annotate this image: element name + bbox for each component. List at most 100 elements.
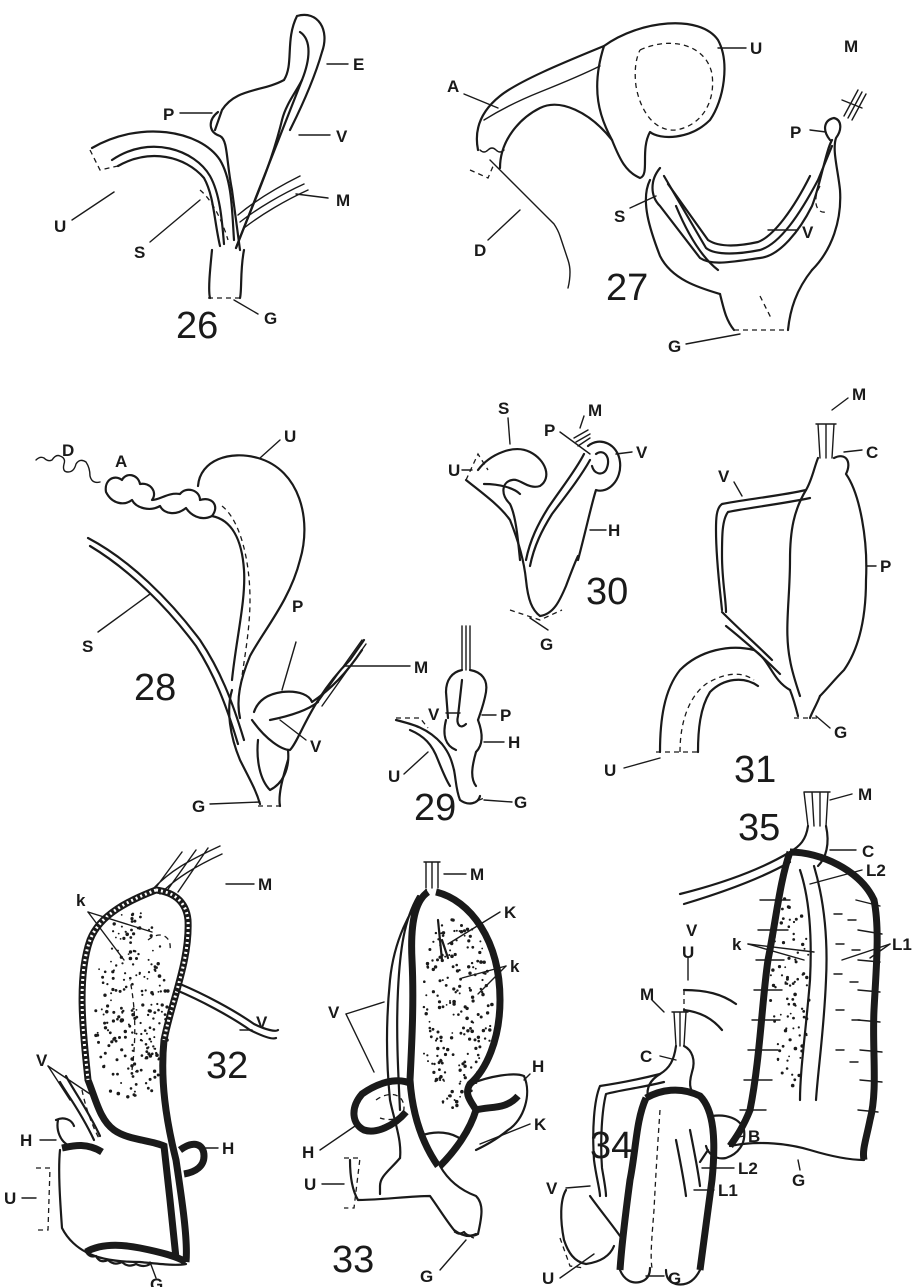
papilla-dot (112, 1019, 115, 1022)
papilla-dot (438, 1068, 441, 1071)
fig32-muscle (150, 846, 222, 894)
fig27-label-P: P (790, 123, 801, 142)
fig28-number: 28 (134, 667, 176, 709)
fig30-leader-V (616, 452, 632, 454)
papilla-dot (145, 1043, 148, 1046)
papilla-dot (780, 921, 783, 924)
papilla-dot (102, 1065, 105, 1068)
papilla-dot (125, 986, 128, 989)
papilla-dot (774, 936, 776, 938)
papilla-dot (157, 962, 160, 965)
fig35-label-L1: L1 (892, 935, 912, 954)
papilla-dot (117, 1015, 120, 1018)
papilla-dot (153, 1048, 155, 1050)
papilla-dot (438, 1060, 441, 1063)
papilla-dot (120, 1082, 122, 1084)
papilla-dot (778, 1049, 781, 1052)
papilla-dot (458, 985, 461, 988)
papilla-dot (153, 1076, 156, 1079)
fig33-vas-outer (380, 1158, 400, 1194)
fig35-label-M: M (858, 785, 872, 804)
fig35-penis-wall-left (730, 852, 790, 1146)
papilla-dot (148, 959, 150, 961)
figure-26: E P V M U S G 26 (54, 15, 364, 347)
fig34-number: 34 (590, 1125, 632, 1167)
papilla-dot (774, 940, 776, 942)
papilla-dot (101, 976, 104, 979)
fig33-label-k: k (510, 957, 520, 976)
papilla-dot (449, 949, 451, 951)
fig32-vas-left (60, 1076, 100, 1140)
papilla-dot (462, 1027, 465, 1030)
papilla-dot (165, 1038, 169, 1042)
papilla-dot (150, 963, 152, 965)
papilla-dot (793, 993, 797, 997)
papilla-dot (436, 958, 439, 961)
papilla-dot (432, 990, 435, 993)
fig26-number: 26 (176, 305, 218, 347)
papilla-dot (94, 1009, 97, 1012)
papilla-dot (464, 1076, 467, 1079)
papilla-dot (128, 1024, 130, 1026)
papilla-dot (770, 974, 772, 976)
papilla-dot (103, 1022, 106, 1025)
fig30-label-M: M (588, 401, 602, 420)
papilla-dot (164, 1018, 167, 1021)
fig28-leader-U (260, 440, 280, 458)
papilla-dot (158, 1022, 160, 1024)
papilla-dot (777, 1059, 779, 1061)
fig31-duct-link (722, 612, 780, 674)
fig35-leader-k1 (748, 944, 804, 960)
papilla-dot (124, 1036, 127, 1039)
papilla-dot (161, 1011, 163, 1013)
papilla-dot (787, 1015, 789, 1017)
papilla-dot (133, 1017, 136, 1020)
fig35-vas-deferens (680, 852, 790, 904)
fig35-dashes (834, 914, 860, 1062)
fig29-vas-deferens (457, 680, 466, 726)
fig35-label-k: k (732, 935, 742, 954)
papilla-dot (149, 1038, 152, 1041)
fig35-label-C: C (862, 842, 874, 861)
figure-33: M K k V H H K U G 33 (302, 862, 547, 1286)
papilla-dot (109, 1090, 112, 1093)
papilla-dot (442, 934, 445, 937)
fig29-uterus-cut (396, 718, 428, 728)
papilla-dot (158, 974, 162, 978)
papilla-dot (442, 1079, 444, 1081)
papilla-dot (801, 1008, 803, 1010)
papilla-dot (101, 1008, 103, 1010)
fig33-label-K-lower: K (534, 1115, 547, 1134)
papilla-dot (437, 1031, 440, 1034)
papilla-dot (144, 1029, 147, 1032)
papilla-dot (143, 976, 145, 978)
papilla-dot (490, 1003, 494, 1007)
fig29-penis-sheath (444, 720, 481, 752)
papilla-dot (459, 930, 461, 932)
papilla-dot (484, 1037, 486, 1039)
papilla-dot (806, 1034, 808, 1036)
fig29-atrium (454, 752, 480, 803)
fig35-leader-G (798, 1160, 800, 1170)
papilla-dot (129, 977, 132, 980)
papilla-dot (168, 1011, 171, 1014)
papilla-dot (436, 995, 438, 997)
papilla-dot (145, 989, 147, 991)
fig35-label-U: U (682, 943, 694, 962)
papilla-dot (112, 930, 114, 932)
fig35-lamella (800, 866, 827, 1100)
papilla-dot (481, 993, 484, 996)
papilla-dot (119, 990, 122, 993)
papilla-dot (446, 1098, 448, 1100)
papilla-dot (145, 1050, 148, 1053)
papilla-dot (118, 1036, 121, 1039)
papilla-dot (153, 1028, 156, 1031)
papilla-dot (792, 1017, 795, 1020)
papilla-dot (459, 992, 461, 994)
papilla-dot (109, 1031, 112, 1034)
papilla-dot (134, 1091, 136, 1093)
figure-28: D A U P M S V G 28 (36, 427, 428, 816)
fig30-number: 30 (586, 571, 628, 613)
papilla-dot (154, 970, 156, 972)
fig34-leader-V (566, 1186, 590, 1188)
